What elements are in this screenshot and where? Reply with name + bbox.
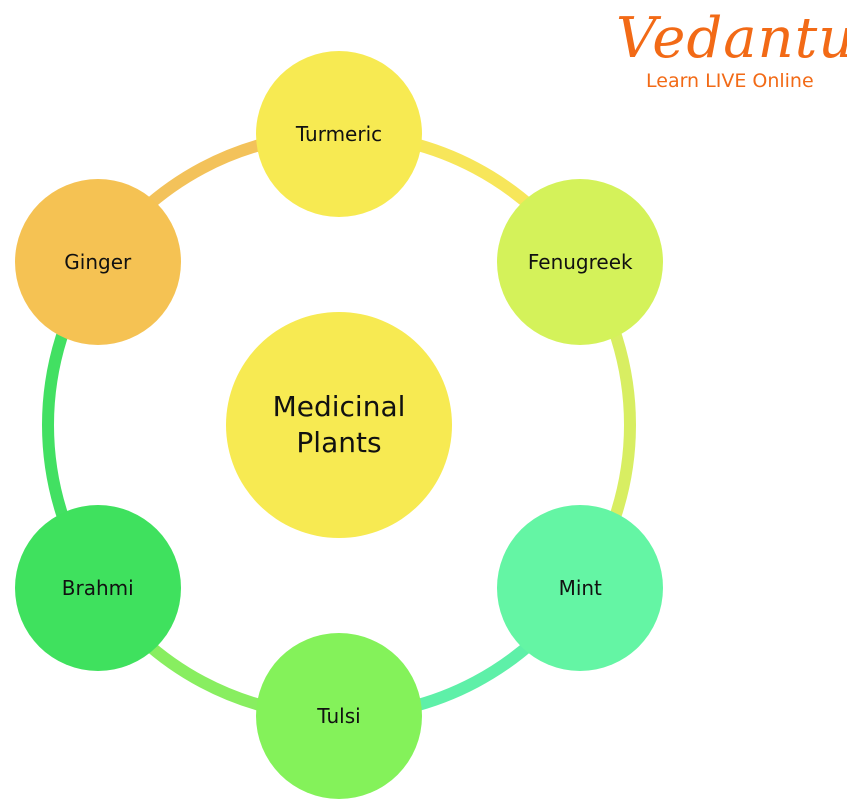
plant-label: Ginger [64,250,132,275]
logo-tagline: Learn LIVE Online [646,70,814,92]
center-line-1: Medicinal [272,390,406,423]
plant-label: Mint [558,575,602,600]
plant-label: Brahmi [61,575,134,600]
plant-node-turmeric: Turmeric [256,51,422,217]
plant-label: Tulsi [317,704,361,728]
center-line-2: Plants [296,426,382,459]
plant-label: Fenugreek [527,250,633,275]
plant-node-fenugreek: Fenugreek [497,179,664,346]
plant-node-mint: Mint [497,504,664,671]
logo-brand: Vedantu [616,6,847,71]
vedantu-logo: Vedantu Learn LIVE Online [616,6,847,93]
plant-label: Turmeric [295,122,383,146]
plant-node-tulsi: Tulsi [256,633,422,799]
plant-node-brahmi: Brahmi [14,504,181,671]
plant-node-ginger: Ginger [14,179,181,346]
